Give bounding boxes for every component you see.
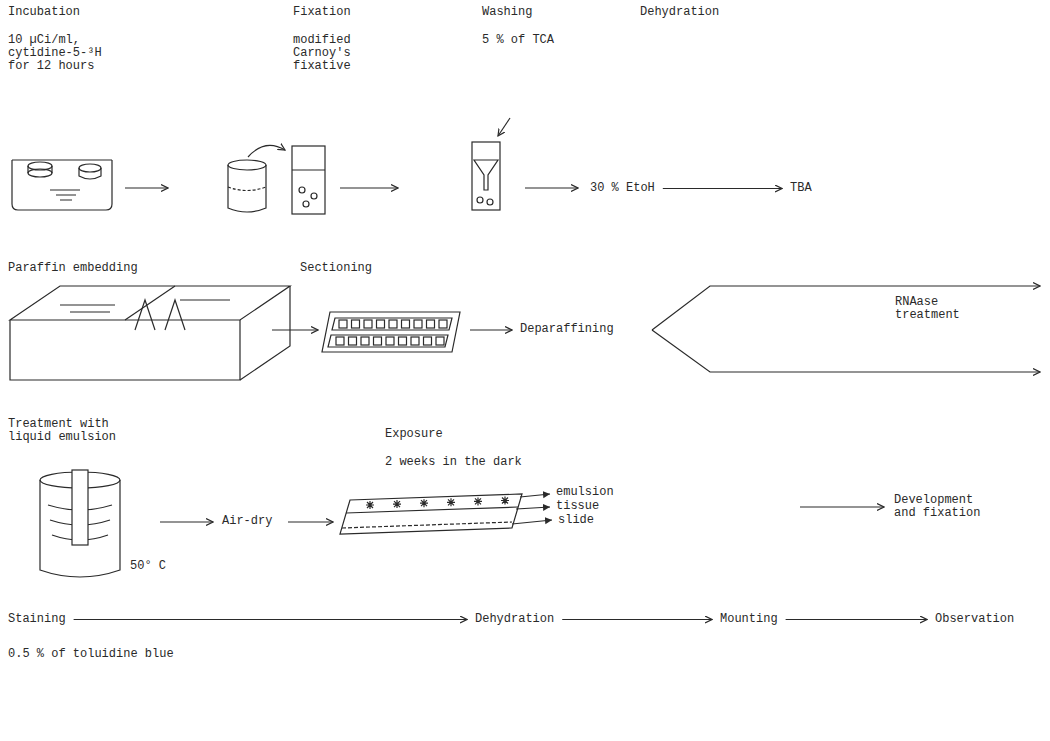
step-label: tissue <box>556 500 599 513</box>
step-label: Deparaffining <box>520 323 614 336</box>
step-label: Dehydration <box>640 6 719 19</box>
flow-arrow <box>525 187 578 188</box>
step-node: Mounting <box>718 612 780 627</box>
step-label: modified Carnoy's fixative <box>293 34 358 73</box>
flow-connector <box>663 188 782 189</box>
washing-jar <box>472 118 510 210</box>
step-label: RNAase treatment <box>895 296 967 322</box>
step-label: Treatment with liquid emulsion <box>8 418 156 444</box>
step-label: Development and fixation <box>894 494 984 520</box>
fixation-specimen <box>228 145 325 214</box>
step-node: Dehydration <box>473 612 556 627</box>
step-node: TBA <box>788 181 814 196</box>
step-text: Observation <box>935 613 1014 626</box>
step-label: Air-dry <box>222 515 272 528</box>
step-node: 30 % EtoH <box>588 181 657 196</box>
step-text: Mounting <box>720 613 778 626</box>
step-node: Observation <box>933 612 1016 627</box>
step-label: 50° C <box>130 560 166 573</box>
step-label: Exposure <box>385 428 443 441</box>
step-text: Staining <box>8 613 66 626</box>
incubation-tray <box>12 160 112 210</box>
step-label: 0.5 % of toluidine blue <box>8 648 174 661</box>
step-label: slide <box>558 514 594 527</box>
flow-arrow <box>272 329 318 330</box>
flow-arrow <box>470 329 512 330</box>
flow-connector <box>562 619 712 620</box>
flow-arrow <box>340 187 398 188</box>
paraffin-block <box>10 286 290 380</box>
exposed-slide <box>340 494 552 534</box>
step-label: emulsion <box>556 486 614 499</box>
flow-arrow <box>288 521 333 522</box>
flow-connector <box>786 619 927 620</box>
flow-arrow <box>160 521 213 522</box>
flow-arrow <box>125 187 168 188</box>
step-text: Dehydration <box>475 613 554 626</box>
step-label: 2 weeks in the dark <box>385 456 522 469</box>
step-text: 30 % EtoH <box>590 182 655 195</box>
step-label: Fixation <box>293 6 351 19</box>
flow-connector <box>74 619 467 620</box>
section-slide <box>322 312 460 352</box>
split-arrows <box>652 286 1040 372</box>
emulsion-beaker <box>40 470 120 577</box>
step-label: Washing <box>482 6 532 19</box>
step-label: 10 µCi/ml, cytidine-5-³H for 12 hours <box>8 34 105 73</box>
step-text: TBA <box>790 182 812 195</box>
step-label: Incubation <box>8 6 80 19</box>
step-label: Sectioning <box>300 262 372 275</box>
step-label: Paraffin embedding <box>8 262 138 275</box>
flow-arrow <box>800 506 884 507</box>
step-label: 5 % of TCA <box>482 34 554 47</box>
step-node: Staining <box>6 612 68 627</box>
